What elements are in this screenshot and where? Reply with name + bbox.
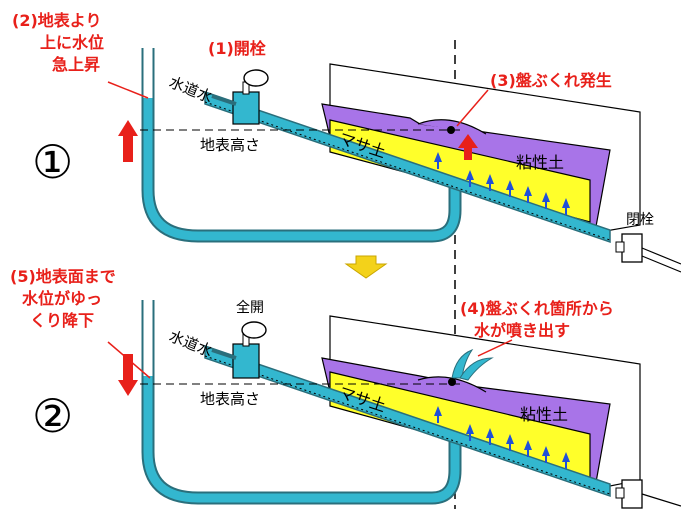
note-fall-line2: 水位がゆっ	[22, 289, 102, 308]
panel-step1: ① 水道水 地表高さ マサ土 粘性土 閉栓 (1)開栓 (2)地表より 上に水位…	[12, 11, 681, 273]
tap-valve-icon	[232, 69, 269, 125]
water-fall-arrow	[118, 354, 138, 396]
note-open-valve: (1)開栓	[208, 39, 267, 58]
heave-point	[447, 126, 455, 134]
heave-up-arrow	[458, 134, 478, 160]
step1-number: ①	[32, 135, 73, 189]
water-spout-icon	[448, 348, 494, 386]
upward-water-arrows	[434, 152, 570, 215]
full-open-label: 全開	[236, 299, 264, 316]
note-rise-line1: (2)地表より	[12, 11, 101, 30]
note-spout-line2: 水が噴き出す	[474, 321, 570, 340]
ground-height-label: 地表高さ	[200, 136, 260, 154]
note-fall-line3: くり降下	[30, 311, 94, 330]
note-rise-line3: 急上昇	[52, 55, 100, 74]
clay-soil-label: 粘性土	[516, 153, 564, 172]
panel-step2: ② 水道水 全開 地表高さ マサ土 粘性土 (4)盤ぶくれ箇所から 水が噴き出す…	[10, 267, 681, 509]
upward-water-arrows-2	[434, 406, 570, 469]
note-spout-line1: (4)盤ぶくれ箇所から	[460, 299, 614, 318]
closed-valve-icon	[615, 233, 681, 273]
note-heave: (3)盤ぶくれ発生	[490, 71, 612, 90]
clay-soil-label-2: 粘性土	[520, 405, 568, 424]
note-fall-line1: (5)地表面まで	[10, 267, 116, 286]
transition-down-arrow	[344, 255, 388, 279]
step2-number: ②	[32, 389, 73, 443]
sloped-water-pipe-2	[204, 344, 611, 498]
closed-valve-icon-2	[615, 479, 681, 509]
ground-height-label-2: 地表高さ	[200, 390, 260, 408]
note-rise-line2: 上に水位	[40, 33, 104, 52]
water-rise-arrow	[118, 120, 138, 162]
tap-valve-full-open-icon	[232, 321, 267, 379]
tap-water-label-2: 水道水	[167, 327, 215, 361]
tap-water-label: 水道水	[167, 73, 215, 107]
sloped-water-pipe	[204, 90, 611, 244]
valve-closed-label: 閉栓	[626, 212, 654, 228]
